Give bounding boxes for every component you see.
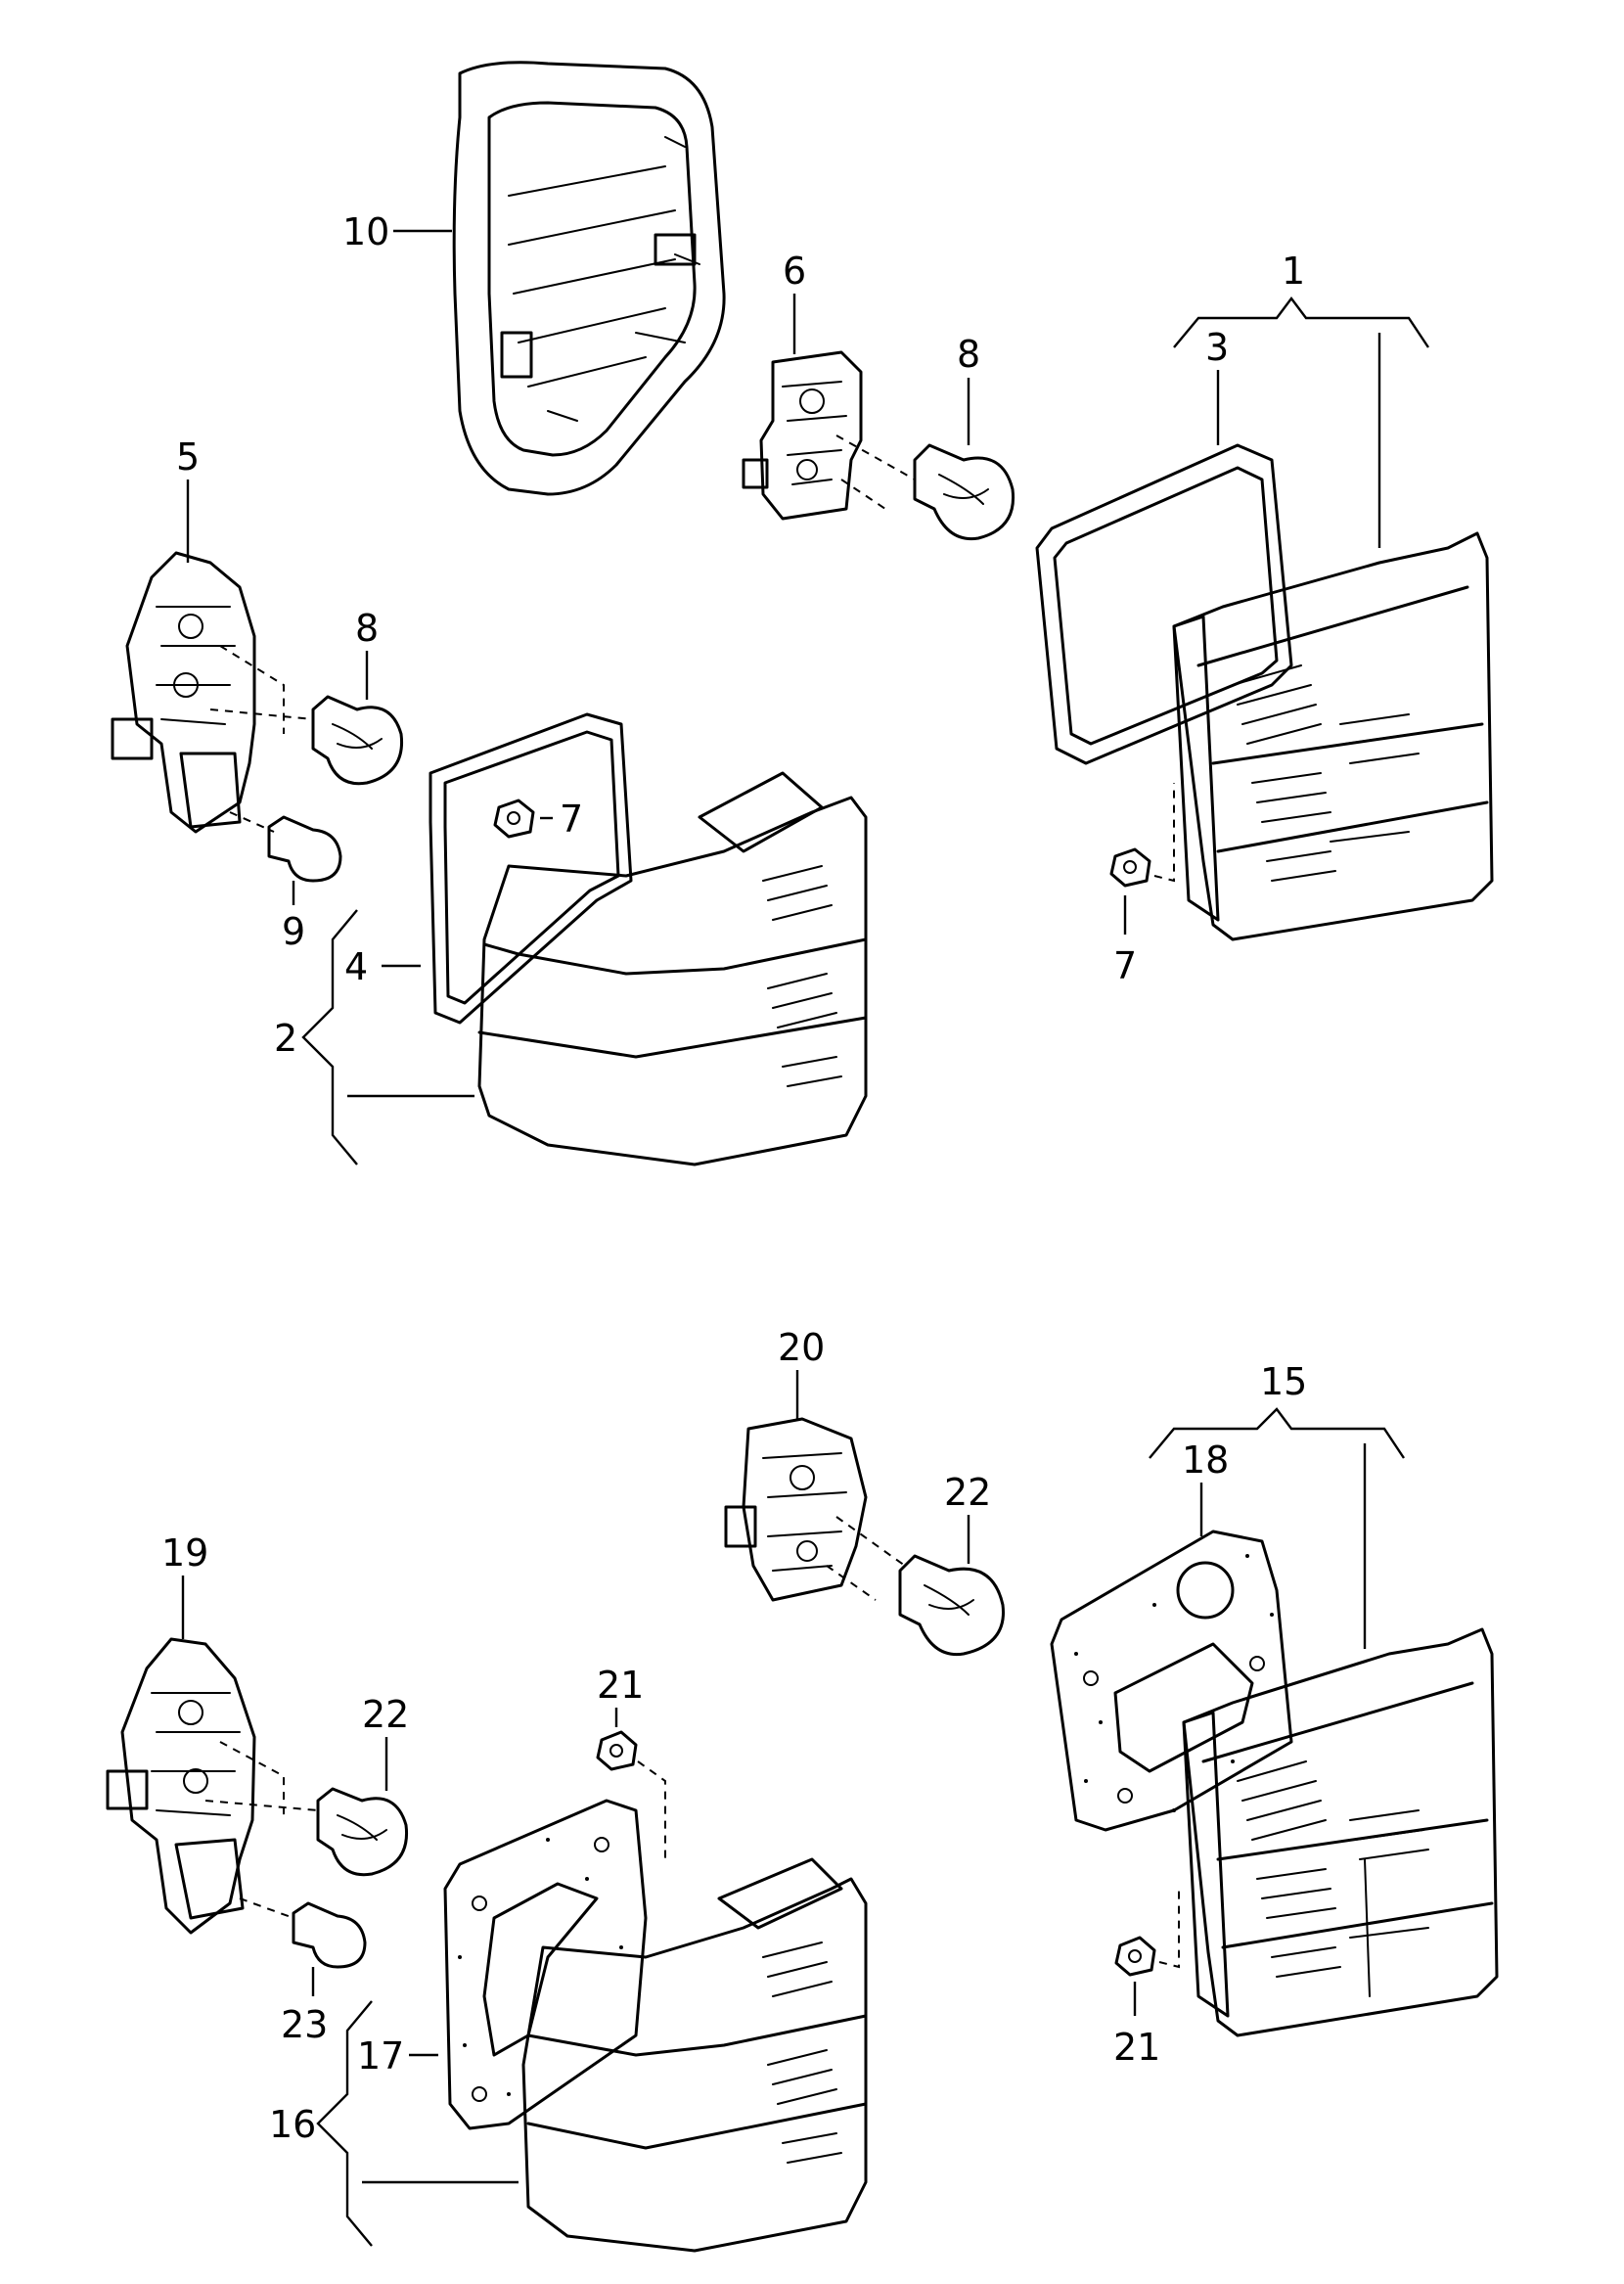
- part-8-bulb-top: [913, 443, 1015, 541]
- callout-6: 6: [783, 250, 806, 293]
- callout-23: 23: [281, 2003, 328, 2046]
- callout-7a: 7: [560, 798, 583, 841]
- part-10-lamp-frame: [452, 61, 726, 496]
- callout-17: 17: [357, 2034, 404, 2078]
- part-19-bulb-holder: [106, 1637, 256, 1935]
- part-21-nut-right: [1114, 1936, 1156, 1977]
- callout-8a: 8: [957, 333, 980, 376]
- part-3-gasket: [1035, 443, 1293, 765]
- callout-4: 4: [344, 945, 368, 988]
- callout-8b: 8: [355, 607, 379, 650]
- dash-21a: [637, 1760, 666, 1859]
- callout-21b: 21: [1113, 2026, 1160, 2069]
- dash-7b: [1153, 783, 1175, 883]
- part-1-inner-lamp: [1172, 531, 1494, 941]
- part-18-gasket: [1050, 1530, 1293, 1832]
- gasket-18-texture: [1074, 1554, 1274, 1812]
- part-17-gasket: [443, 1799, 648, 2130]
- part-15-inner-lamp: [1182, 1627, 1499, 2037]
- callout-5: 5: [176, 435, 200, 479]
- part-7-nut-left: [493, 799, 535, 839]
- callout-18: 18: [1182, 1439, 1229, 1482]
- part-8-bulb-left: [311, 695, 404, 786]
- part-9-bulb: [267, 815, 342, 883]
- part-4-gasket: [429, 712, 633, 1025]
- gasket-17-texture: [458, 1838, 623, 2096]
- dash-19: [204, 1741, 319, 1820]
- bracket-16: [316, 2000, 373, 2247]
- bracket-2: [301, 909, 358, 1165]
- part-21-nut-left: [596, 1730, 638, 1771]
- part-22-bulb-left: [316, 1787, 409, 1877]
- part-6-bulb-holder: [742, 350, 863, 521]
- callout-2: 2: [274, 1017, 297, 1060]
- callout-16: 16: [269, 2103, 316, 2146]
- part-20-bulb-holder: [724, 1417, 868, 1602]
- part-5-bulb-holder: [111, 551, 256, 834]
- part-2-outer-lamp: [477, 771, 868, 1166]
- callout-20: 20: [778, 1326, 825, 1369]
- dash-20: [826, 1516, 906, 1601]
- callout-1: 1: [1282, 250, 1305, 293]
- callout-22a: 22: [944, 1471, 991, 1514]
- callout-10: 10: [342, 210, 389, 253]
- callout-15: 15: [1260, 1360, 1307, 1403]
- part-22-bulb-right: [898, 1554, 1005, 1657]
- callout-3: 3: [1205, 326, 1229, 369]
- callout-19: 19: [161, 1531, 208, 1575]
- dash-6: [835, 434, 916, 510]
- part-16-outer-lamp: [521, 1857, 868, 2253]
- callout-7b: 7: [1113, 944, 1137, 987]
- bracket-15: [1149, 1407, 1405, 1459]
- part-7-nut-right: [1109, 847, 1151, 888]
- dash-23: [239, 1897, 294, 1919]
- callout-22b: 22: [362, 1693, 409, 1736]
- callout-9: 9: [282, 910, 305, 953]
- bracket-1: [1173, 297, 1429, 348]
- dash-21b: [1158, 1889, 1180, 1969]
- part-23-bulb: [292, 1901, 367, 1969]
- dash-5: [209, 645, 314, 734]
- callout-21a: 21: [597, 1664, 644, 1707]
